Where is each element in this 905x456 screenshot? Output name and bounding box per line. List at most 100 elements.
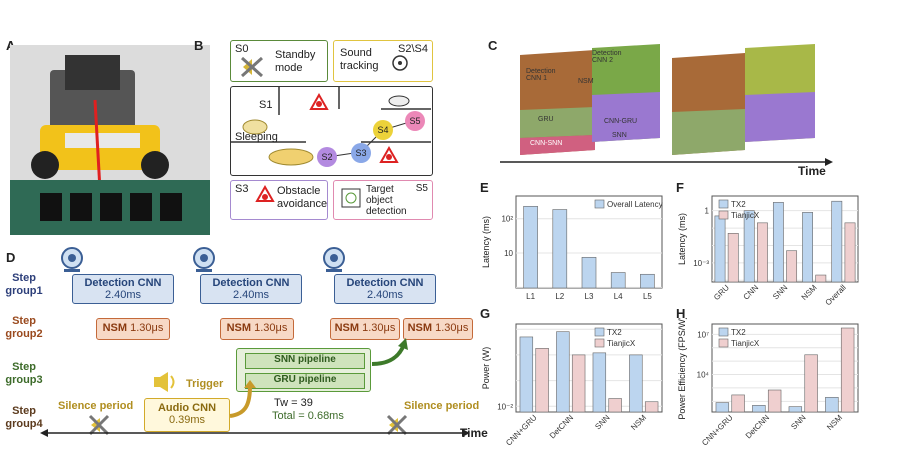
bar-snn-0: [772, 202, 784, 283]
sound-icon: [392, 55, 408, 71]
legend-swatch: [594, 338, 605, 348]
legend: Overall Latency: [594, 199, 663, 209]
panel-label-g: G: [480, 306, 491, 321]
s3-text: Obstacle avoidance: [277, 185, 328, 210]
state-s5-box: S5 Target object detection: [333, 180, 433, 220]
gru-pipeline-label: GRU pipeline: [245, 373, 365, 389]
layer-timeline-graphic: [500, 44, 833, 166]
bar-cnngru-0: [519, 336, 534, 413]
bar-gru-1: [727, 233, 739, 283]
x-tick-label: Overall: [824, 283, 848, 307]
layer-card-2: [592, 44, 660, 142]
panel-label-e: E: [480, 180, 489, 195]
target-detection-icon: [341, 188, 361, 208]
plot-frame: [515, 195, 663, 289]
x-tick-label: SNN: [789, 413, 807, 431]
bar-nsm-0: [825, 396, 839, 413]
legend-entry: TianjicX: [731, 339, 760, 348]
robot-photo: [10, 45, 210, 235]
x-tick-label: CNN+GRU: [504, 413, 539, 448]
bar-cnngru-1: [731, 394, 745, 413]
bar-l2-0: [552, 209, 568, 289]
detection-cnn-box-1: Detection CNN 2.40ms: [72, 274, 174, 304]
nsm-box-1: NSM 1.30μs: [96, 318, 170, 340]
bar-snn-0: [592, 352, 607, 413]
x-tick-label: L3: [585, 292, 594, 301]
legend-swatch: [718, 199, 729, 209]
bar-cnn-1: [757, 222, 768, 283]
bar-snn-1: [786, 250, 798, 283]
camera-icon: [193, 247, 215, 272]
bar-detcnn-1: [571, 354, 586, 413]
bar-snn-0: [788, 406, 803, 413]
state-s2s4-box: S2\S4 Sound tracking: [333, 40, 433, 82]
s0-text: Standby mode: [275, 49, 316, 74]
bar-nsm-0: [629, 354, 643, 413]
legend-swatch: [718, 338, 729, 348]
silence-label-left: Silence period: [58, 400, 134, 412]
bar-snn-1: [608, 398, 622, 413]
camera-icon: [323, 247, 345, 272]
x-tick-label: NSM: [825, 413, 844, 432]
s1-text: Sleeping: [235, 131, 278, 143]
x-tick-label: GRU: [712, 283, 731, 302]
bar-l5-0: [640, 273, 655, 289]
layer-label-cnngru: CNN-GRU: [604, 118, 638, 125]
bar-cnn-0: [743, 210, 755, 283]
bar-cnngru-0: [715, 402, 730, 413]
s5-text: Target object detection: [366, 184, 407, 217]
obstacle-warning-icon: [255, 185, 275, 202]
bar-detcnn-0: [752, 405, 766, 413]
panel-d-time-label: Time: [460, 426, 488, 440]
audio-to-pipeline-arrow: [229, 380, 256, 418]
node-s2: S2: [317, 147, 337, 167]
snn-gru-pipeline-group: SNN pipeline GRU pipeline: [236, 348, 371, 392]
x-tick-label: NSM: [800, 283, 819, 302]
node-s4: S4: [373, 120, 393, 140]
node-s3: S3: [351, 143, 371, 163]
bar-nsm-1: [840, 327, 855, 413]
bar-nsm-1: [815, 274, 827, 283]
x-tick-label: L2: [555, 292, 564, 301]
panel-label-h: H: [676, 306, 686, 321]
s5-tag: S5: [415, 183, 428, 194]
bar-detcnn-1: [767, 389, 782, 413]
x-tick-label: SNN: [771, 283, 789, 301]
legend-entry: TianjicX: [607, 339, 636, 348]
y-tick-label: 1: [705, 207, 710, 216]
snn-pipeline-label: SNN pipeline: [245, 353, 365, 369]
layer-label-cnnsnn: CNN-SNN: [530, 140, 563, 147]
y-axis-label: Latency (ms): [481, 216, 491, 268]
speaker-icon: [154, 372, 175, 392]
y-tick-label: 10⁴: [697, 371, 710, 380]
bar-l3-0: [581, 256, 597, 289]
layer-label-snn: SNN: [612, 132, 627, 139]
trigger-label: Trigger: [186, 378, 224, 390]
legend-entry: TianjicX: [731, 211, 760, 220]
legend-swatch: [594, 327, 605, 337]
legend-entry: TX2: [731, 328, 746, 337]
standby-icon: [240, 56, 264, 78]
y-axis-label: Power (W): [481, 347, 491, 390]
y-tick-label: 10⁻²: [497, 402, 513, 411]
layer-label-det1: Detection CNN 1: [526, 68, 556, 82]
node-s5: S5: [405, 111, 425, 131]
timeline-axis: [40, 429, 470, 437]
muted-speaker-icon: [386, 414, 408, 436]
layer-label-nsm: NSM: [578, 78, 594, 85]
panel-label-b: B: [194, 38, 204, 53]
x-tick-label: L4: [614, 292, 623, 301]
y-tick-label: 10⁷: [697, 330, 709, 339]
legend-entry: Overall Latency: [607, 200, 663, 209]
bar-detcnn-0: [556, 331, 570, 413]
scene-map: S1 Sleeping S2 S3 S4 S5: [230, 86, 433, 176]
layer-card-1: [520, 50, 595, 155]
state-s0-box: S0 Standby mode: [230, 40, 328, 82]
